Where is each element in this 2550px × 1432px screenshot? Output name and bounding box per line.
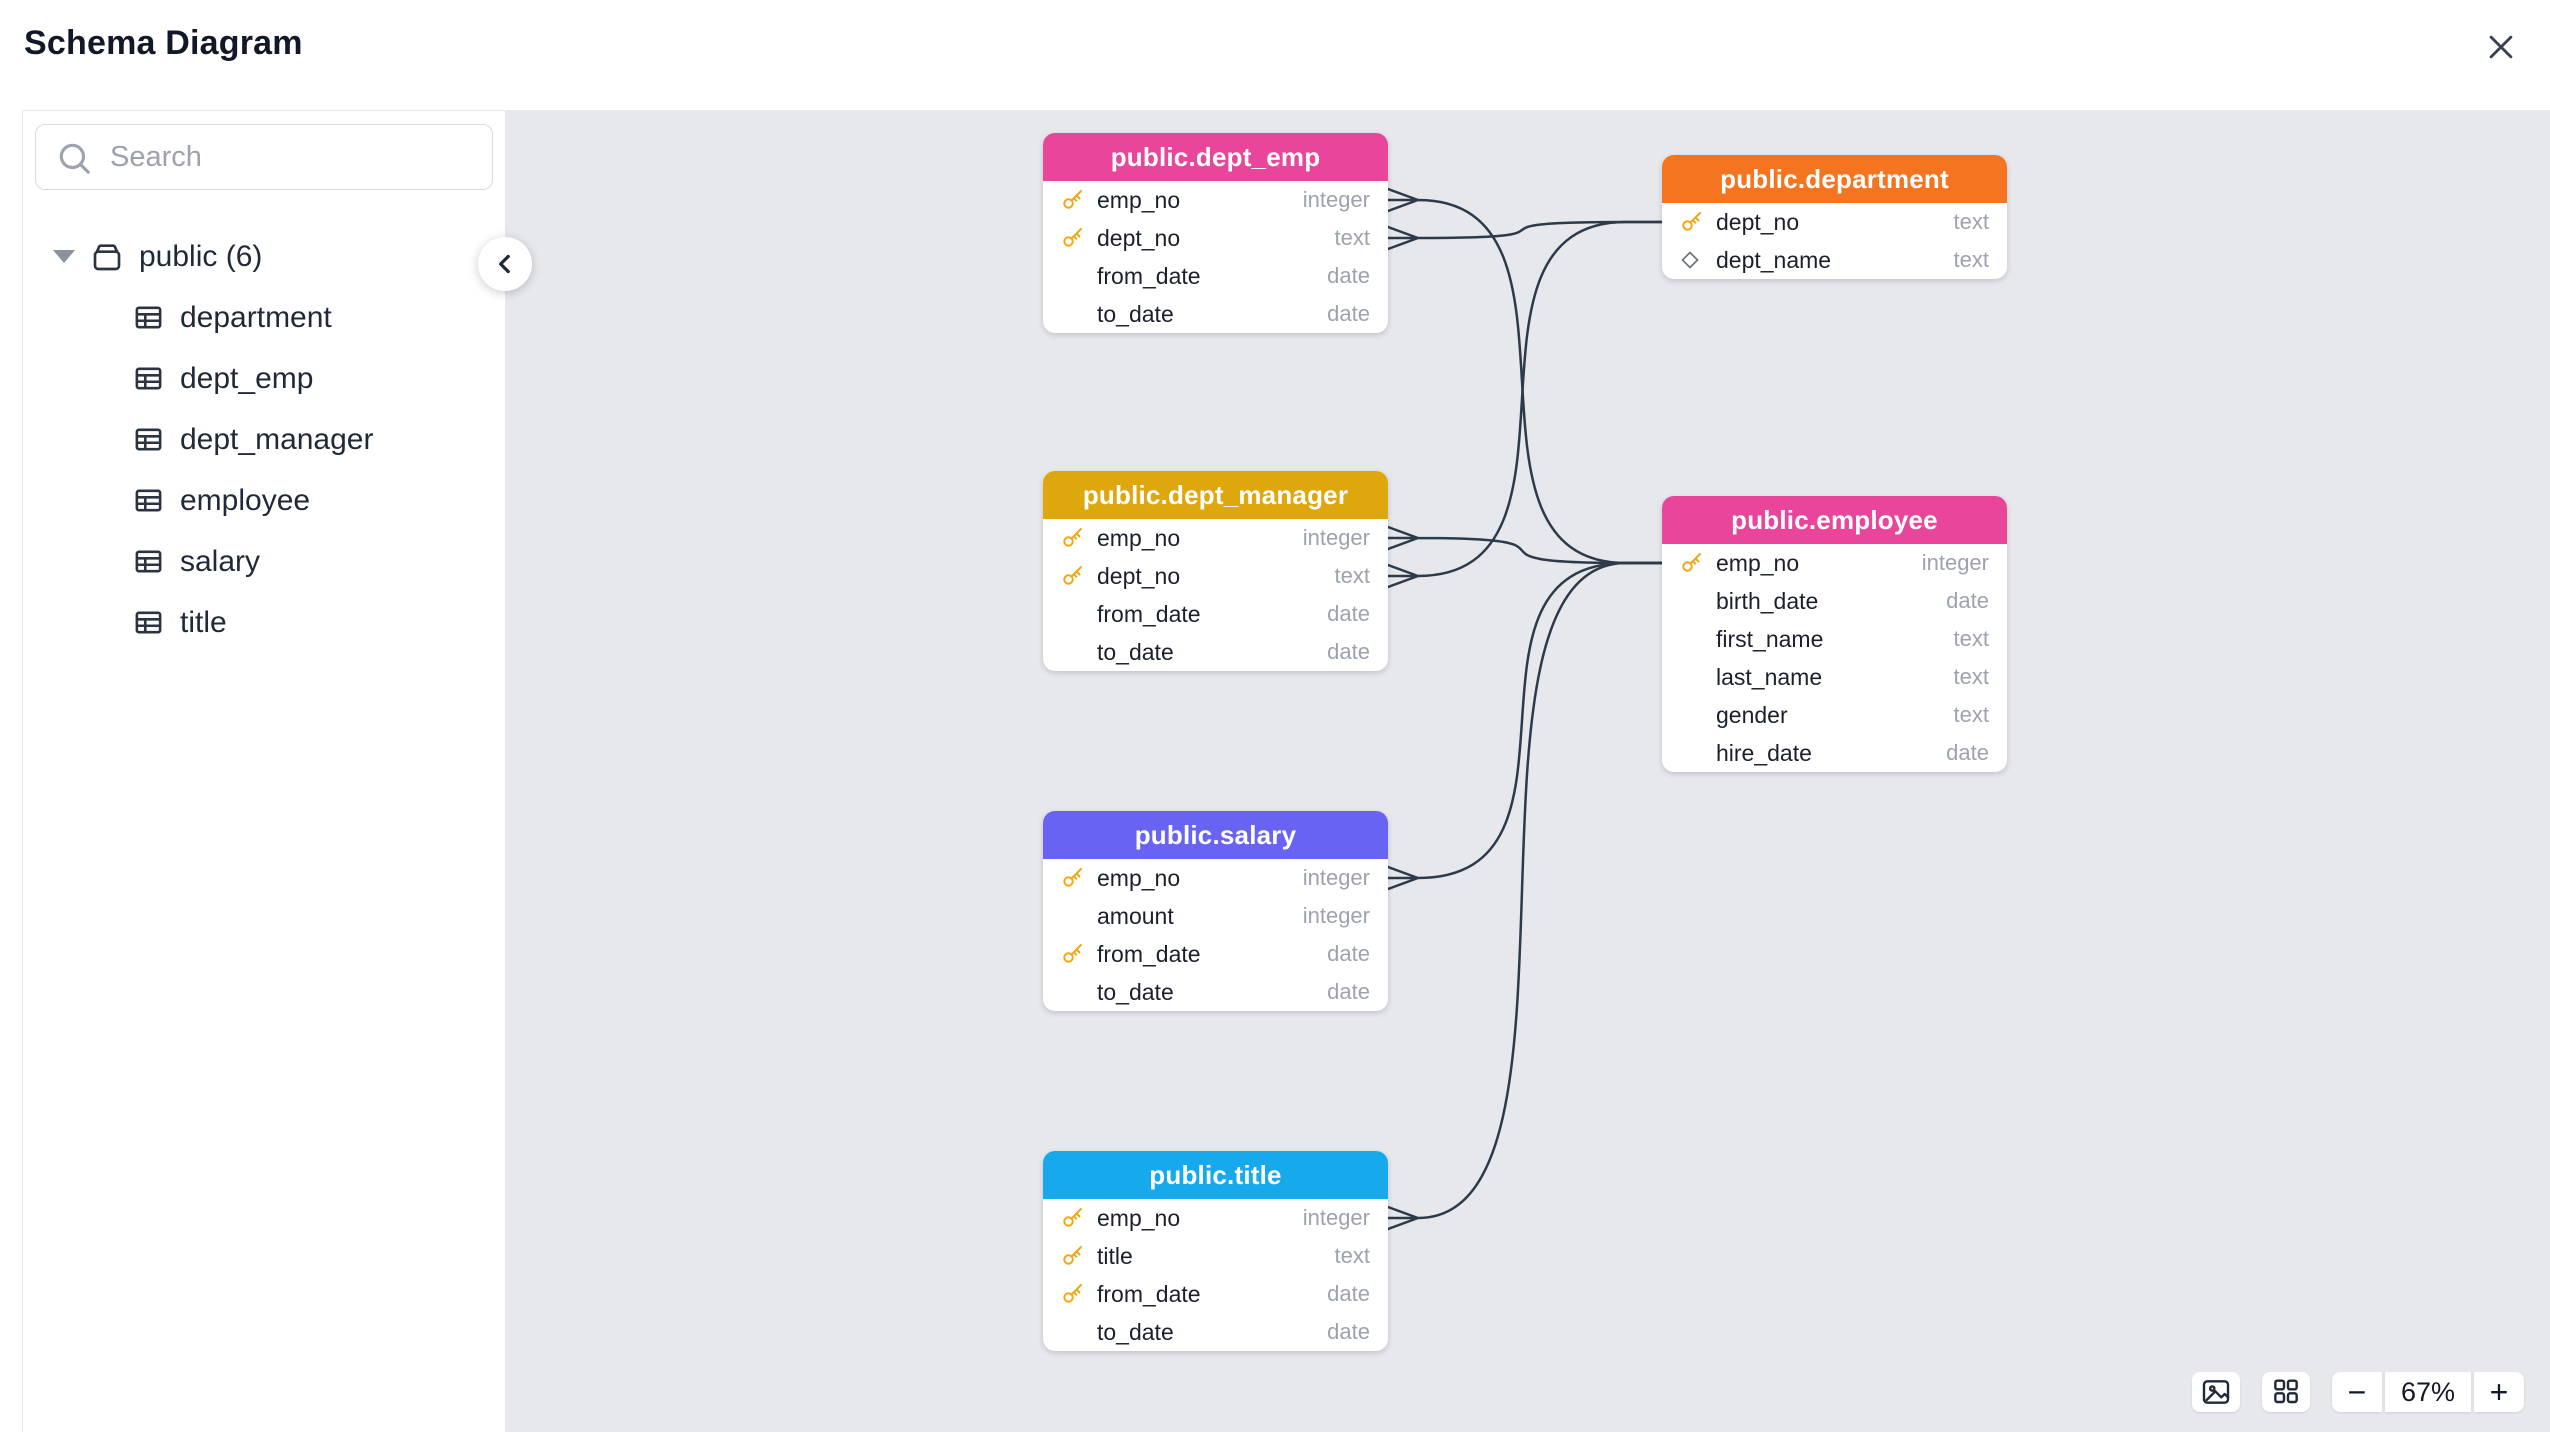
search-input[interactable] [35,124,493,190]
schema-icon [91,241,123,273]
primary-key-icon [1063,1208,1082,1227]
primary-key-icon [1063,944,1082,963]
primary-key-icon [1682,212,1701,231]
table-node-header: public.employee [1662,496,2007,544]
sidebar-item-salary[interactable]: salary [23,531,505,592]
schema-label: public (6) [139,239,263,273]
table-node-header: public.dept_manager [1043,471,1388,519]
close-icon [2489,35,2513,59]
chevron-left-icon [499,254,510,274]
table-node-header: public.salary [1043,811,1388,859]
modal-header: Schema Diagram [0,0,2550,110]
sidebar-item-department[interactable]: department [23,287,505,348]
primary-key-icon [1063,228,1082,247]
table-icon [133,607,164,638]
unique-icon [1681,251,1699,269]
table-node-header: public.dept_emp [1043,133,1388,181]
table-node-header: public.department [1662,155,2007,203]
primary-key-icon [1063,868,1082,887]
search-icon [59,143,90,174]
zoom-control: − 67% + [2332,1372,2524,1412]
canvas-controls: − 67% + [2192,1372,2524,1412]
sidebar-item-employee[interactable]: employee [23,470,505,531]
table-icon [133,363,164,394]
sidebar: public (6) departmentdept_empdept_manage… [22,110,505,1432]
table-icon [133,485,164,516]
export-image-button[interactable] [2192,1372,2240,1412]
primary-key-icon [1063,528,1082,547]
table-icon [133,546,164,577]
primary-key-icon [1063,566,1082,585]
caret-down-icon[interactable] [53,250,75,263]
image-icon [2202,1380,2230,1404]
primary-key-icon [1063,1246,1082,1265]
sidebar-collapse-button[interactable] [478,237,532,291]
grid-icon [2274,1379,2298,1404]
auto-layout-button[interactable] [2262,1372,2310,1412]
primary-key-icon [1063,190,1082,209]
sidebar-item-dept_emp[interactable]: dept_emp [23,348,505,409]
primary-key-icon [1682,553,1701,572]
table-node-header: public.title [1043,1151,1388,1199]
diagram-canvas[interactable] [505,110,2550,1432]
primary-key-icon [1063,1284,1082,1303]
zoom-in-button[interactable]: + [2474,1372,2524,1412]
page-title: Schema Diagram [24,24,303,62]
table-icon [133,302,164,333]
zoom-out-button[interactable]: − [2332,1372,2382,1412]
zoom-level: 67% [2385,1372,2471,1412]
sidebar-item-title[interactable]: title [23,592,505,653]
table-icon [133,424,164,455]
sidebar-item-dept_manager[interactable]: dept_manager [23,409,505,470]
schema-node-public[interactable]: public (6) [23,226,505,287]
close-button[interactable] [2480,26,2522,68]
